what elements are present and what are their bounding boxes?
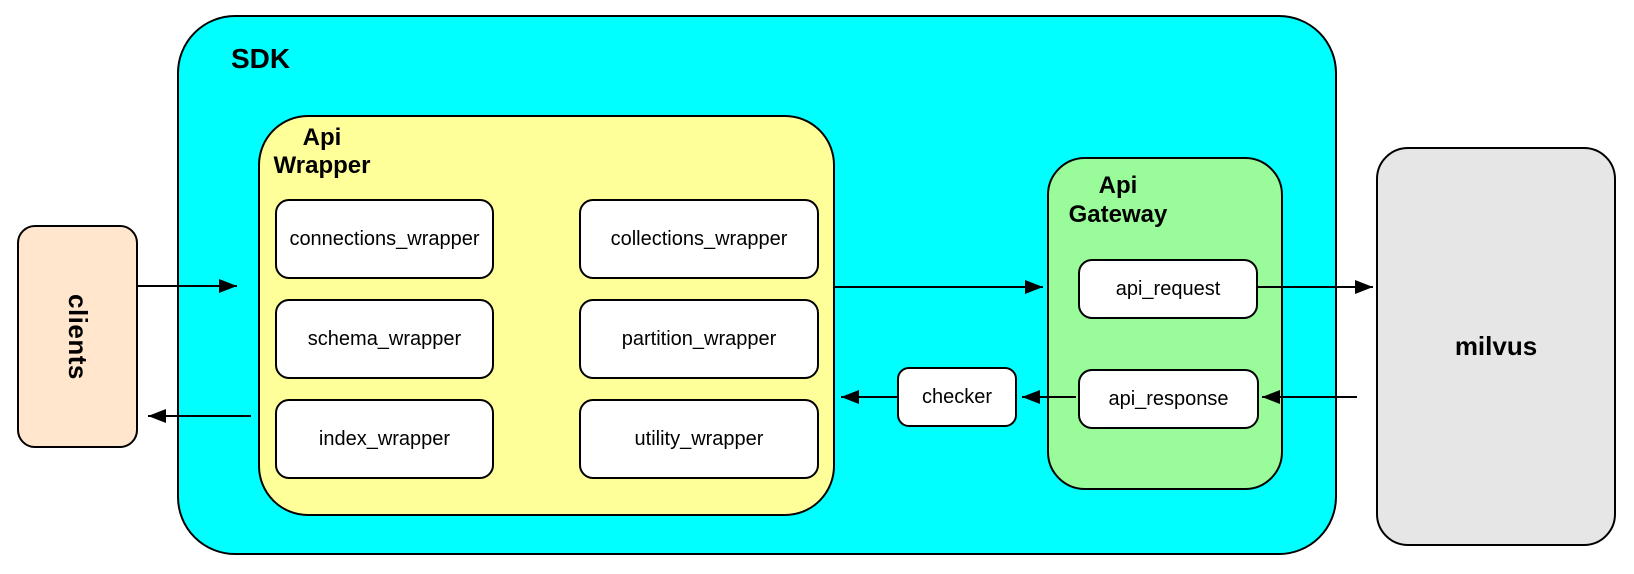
api-wrapper-label-line2: Wrapper xyxy=(273,151,371,179)
api-gateway-container: Api Gateway api_request api_response xyxy=(1047,157,1283,490)
utility-wrapper-node: utility_wrapper xyxy=(579,399,819,479)
api-response-node: api_response xyxy=(1078,369,1259,429)
milvus-node: milvus xyxy=(1376,147,1616,546)
schema-wrapper-node: schema_wrapper xyxy=(275,299,494,379)
clients-label: clients xyxy=(63,293,93,380)
api-wrapper-container: Api Wrapper connections_wrapper collecti… xyxy=(258,115,835,516)
partition-wrapper-node: partition_wrapper xyxy=(579,299,819,379)
collections-wrapper-node: collections_wrapper xyxy=(579,199,819,279)
api-wrapper-label-line1: Api xyxy=(302,124,342,151)
api-gateway-label: Api Gateway xyxy=(1057,172,1179,230)
checker-node: checker xyxy=(897,367,1017,427)
milvus-label: milvus xyxy=(1454,331,1538,361)
api-wrapper-label: Api Wrapper xyxy=(268,124,376,180)
sdk-label: SDK xyxy=(231,43,291,74)
index-wrapper-node: index_wrapper xyxy=(275,399,494,479)
clients-node: clients xyxy=(17,225,138,448)
api-gateway-label-line1: Api xyxy=(1098,172,1138,199)
api-request-node: api_request xyxy=(1078,259,1258,319)
api-gateway-label-line2: Gateway xyxy=(1068,200,1168,228)
connections-wrapper-node: connections_wrapper xyxy=(275,199,494,279)
